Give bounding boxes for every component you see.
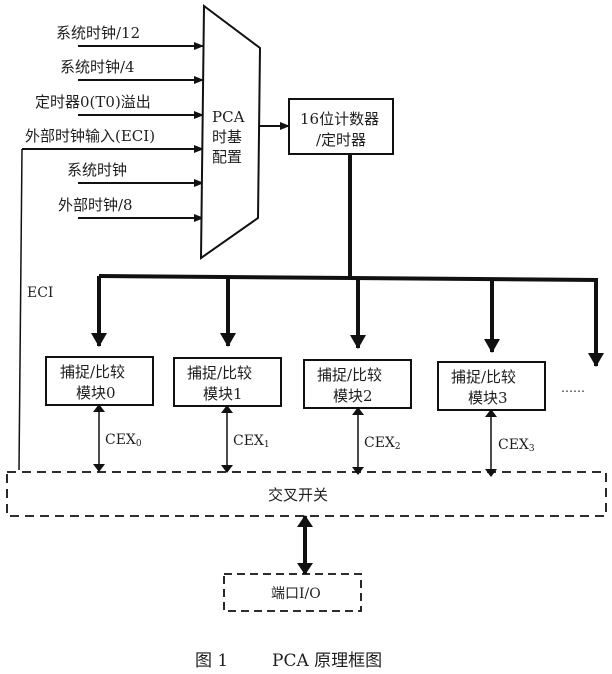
module-2: 捕捉/比较 模块2 CEX2 [303,359,412,475]
eci-label: ECI [27,285,53,301]
module-1: 捕捉/比较 模块1 CEX1 [173,357,282,473]
pca-timebase-mux [199,4,262,260]
module-0: 捕捉/比较 模块0 CEX0 [45,356,154,472]
module-label-line1: 捕捉/比较 [60,363,125,381]
figure-title: PCA 原理框图 [272,651,382,671]
input-label-5: 外部时钟/8 [58,196,133,214]
input-label-0: 系统时钟/12 [56,24,140,42]
figure-number: 图 1 [195,651,228,671]
mux-label-line3: 配置 [212,148,242,166]
counter-timer-box [288,98,394,155]
input-label-1: 系统时钟/4 [60,58,135,76]
mux-label-line1: PCA [212,108,245,126]
eci-line [18,148,23,471]
module-label-line2: 模块3 [468,389,508,407]
input-label-4: 系统时钟 [67,161,127,179]
counter-label-line2: /定时器 [316,131,366,149]
module-label-line2: 模块0 [76,384,116,402]
module-3: 捕捉/比较 模块3 CEX3 [437,361,546,477]
input-label-3: 外部时钟输入(ECI) [25,127,155,145]
port-io-box [223,573,362,612]
module-box [437,361,546,411]
module-label-line1: 捕捉/比较 [317,366,382,384]
crossbar-box [6,471,607,517]
input-arrows [22,42,204,222]
port-io-label: 端口I/O [271,586,321,602]
counter-label-line1: 16位计数器 [300,110,379,128]
module-label-line1: 捕捉/比较 [187,364,252,382]
more-modules-ellipsis: …… [561,381,585,395]
crossbar-label: 交叉开关 [268,486,328,504]
mux-label-line2: 时基 [212,128,242,146]
module-label-line1: 捕捉/比较 [451,368,516,386]
cex-label: CEX0 [105,432,142,449]
cex-label: CEX3 [498,437,535,454]
module-label-line2: 模块1 [203,385,243,403]
module-label-line2: 模块2 [333,387,373,405]
data-bus [91,154,604,367]
cex-label: CEX2 [364,435,401,452]
cex-label: CEX1 [233,433,270,450]
input-label-2: 定时器0(T0)溢出 [35,93,151,111]
